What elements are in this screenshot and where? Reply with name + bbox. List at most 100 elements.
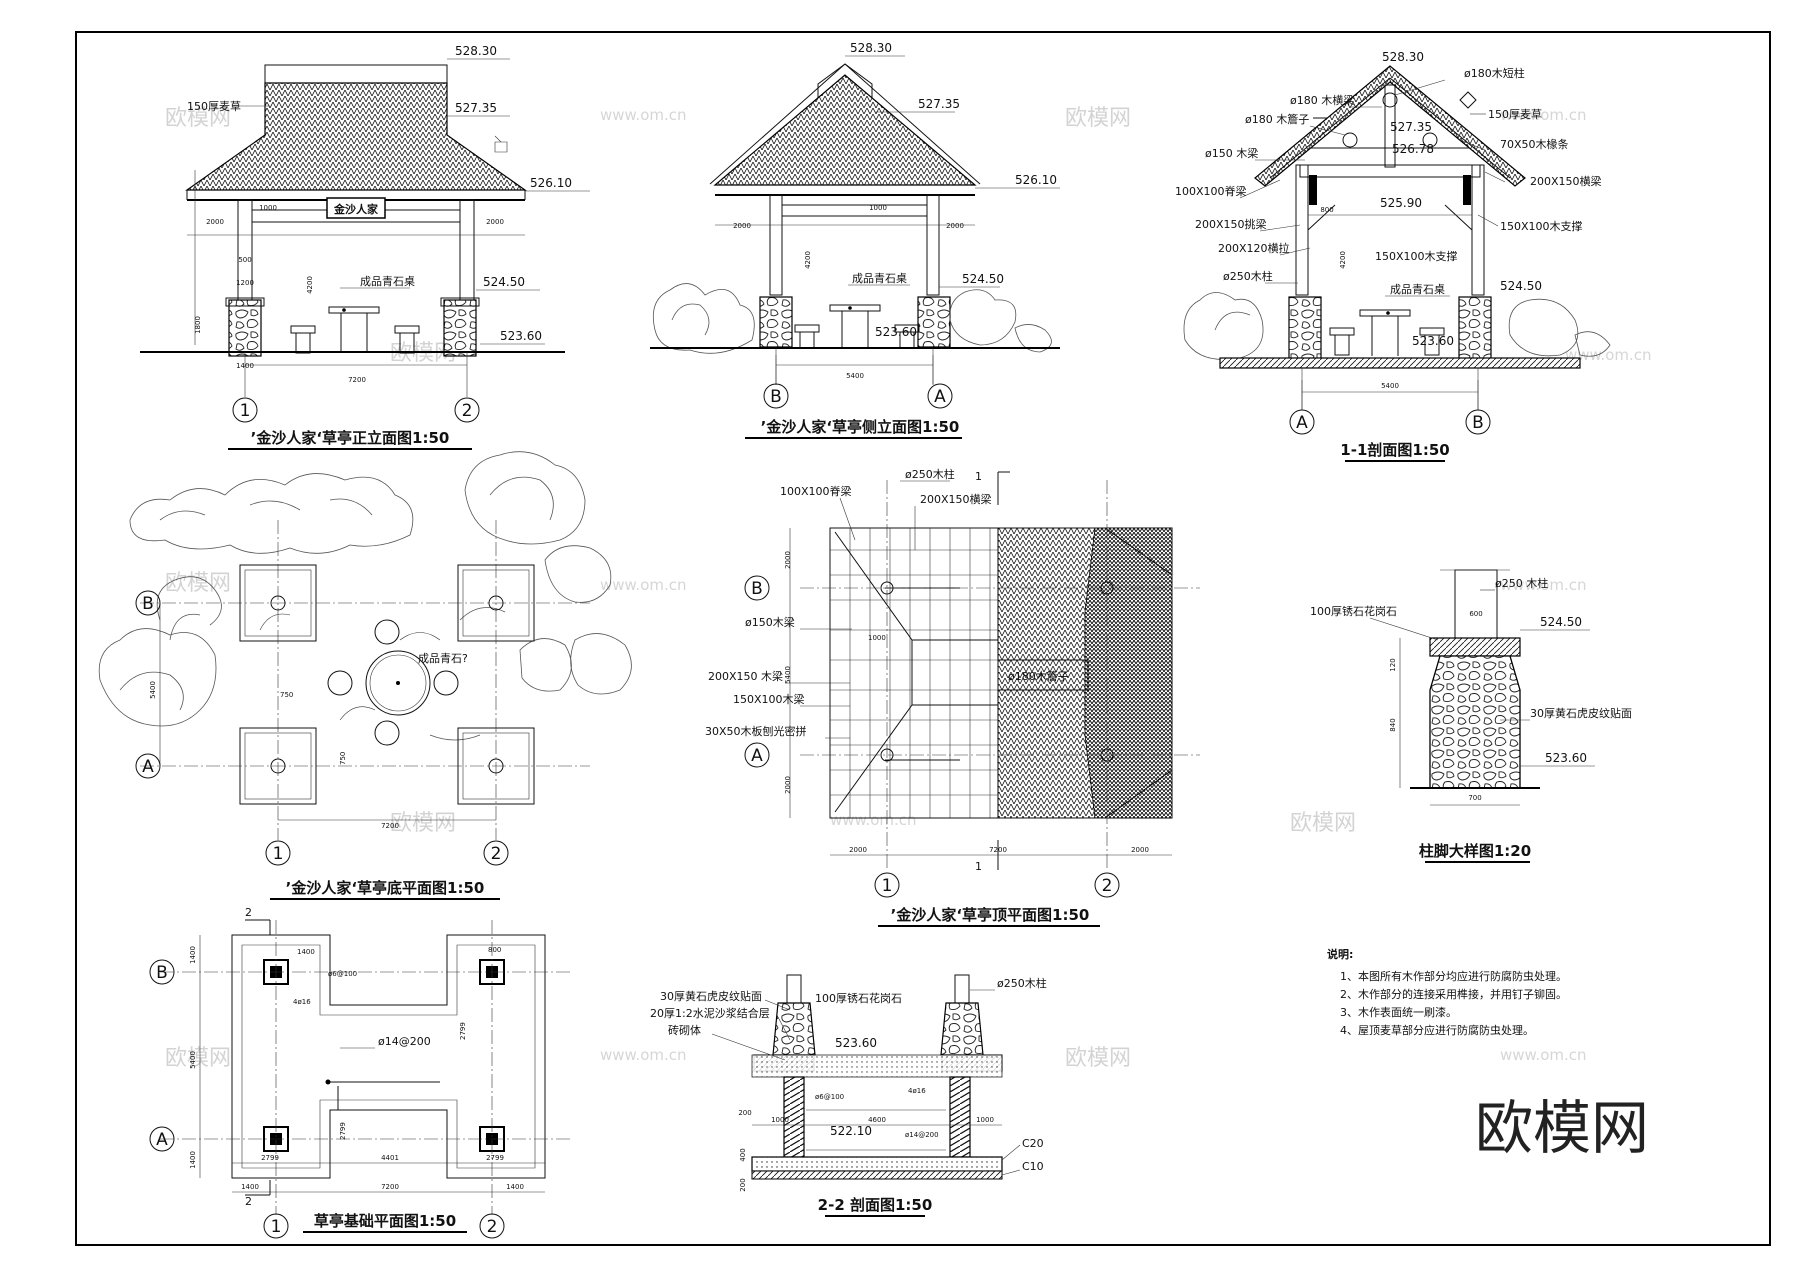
svg-text:A: A [1296, 413, 1308, 433]
svg-text:2000: 2000 [733, 222, 751, 230]
svg-text:欧模网: 欧模网 [165, 571, 231, 596]
note-3: 3、木作表面统一刷漆。 [1340, 1005, 1457, 1019]
svg-text:200X150 木梁: 200X150 木梁 [708, 669, 783, 683]
svg-text:524.50: 524.50 [962, 272, 1004, 286]
svg-text:150X100木支撑: 150X100木支撑 [1500, 219, 1583, 233]
svg-text:1000: 1000 [259, 204, 277, 212]
svg-text:B: B [770, 387, 782, 407]
svg-text:200X120横拉: 200X120横拉 [1218, 241, 1290, 255]
svg-text:840: 840 [1389, 718, 1397, 731]
svg-text:B: B [1472, 413, 1484, 433]
svg-text:750: 750 [339, 752, 347, 765]
svg-text:2000: 2000 [849, 846, 867, 854]
svg-text:523.60: 523.60 [500, 329, 542, 343]
svg-text:528.30: 528.30 [850, 41, 892, 55]
side-title: ’金沙人家‘草亭侧立面图1:50 [761, 418, 960, 436]
note-1: 1、本图所有木作部分均应进行防腐防虫处理。 [1340, 969, 1567, 983]
svg-text:1: 1 [273, 844, 284, 864]
svg-text:200X150横梁: 200X150横梁 [1530, 174, 1602, 188]
svg-text:C20: C20 [1022, 1137, 1044, 1150]
svg-text:欧模网: 欧模网 [390, 811, 456, 836]
svg-text:1400: 1400 [189, 1151, 197, 1169]
section11-title: 1-1剖面图1:50 [1340, 441, 1449, 459]
svg-text:524.50: 524.50 [483, 275, 525, 289]
svg-text:2000: 2000 [486, 218, 504, 226]
svg-text:523.60: 523.60 [835, 1036, 877, 1050]
svg-text:100X100脊梁: 100X100脊梁 [1175, 184, 1247, 198]
svg-text:www.om.cn: www.om.cn [830, 811, 917, 829]
svg-text:7200: 7200 [381, 1183, 399, 1191]
svg-text:ø180 木横梁: ø180 木横梁 [1290, 93, 1354, 107]
svg-text:526.10: 526.10 [530, 176, 572, 190]
svg-text:ø250 木柱: ø250 木柱 [1495, 576, 1548, 590]
svg-text:4ø16: 4ø16 [908, 1087, 926, 1095]
svg-text:4200: 4200 [804, 251, 812, 269]
svg-text:4600: 4600 [868, 1116, 886, 1124]
svg-text:www.om.cn: www.om.cn [1500, 106, 1587, 124]
svg-text:30X50木板刨光密拼: 30X50木板刨光密拼 [705, 724, 807, 738]
svg-text:ø250木柱: ø250木柱 [1223, 269, 1273, 283]
plan-title: ’金沙人家‘草亭底平面图1:50 [286, 879, 485, 897]
front-title: ’金沙人家‘草亭正立面图1:50 [251, 429, 450, 447]
svg-text:1800: 1800 [194, 316, 202, 334]
svg-text:30厚黄石虎皮纹贴面: 30厚黄石虎皮纹贴面 [660, 989, 762, 1003]
svg-text:700: 700 [1468, 794, 1481, 802]
svg-text:www.om.cn: www.om.cn [1500, 1046, 1587, 1064]
svg-text:526.10: 526.10 [1015, 173, 1057, 187]
brand-logo: 欧模网 [1475, 1094, 1649, 1162]
svg-text:5400: 5400 [784, 666, 792, 684]
section-2-2: 30厚黄石虎皮纹贴面 20厚1:2水泥沙浆结合层 砖砌体 100厚锈石花岗石 ø… [650, 974, 1047, 1217]
note-2: 2、木作部分的连接采用榫接，并用钉子铆固。 [1340, 987, 1567, 1001]
svg-text:ø250木柱: ø250木柱 [905, 467, 955, 481]
sign-text: 金沙人家 [333, 202, 379, 216]
notes-heading: 说明: [1327, 947, 1353, 961]
svg-text:5400: 5400 [149, 681, 157, 699]
svg-text:527.35: 527.35 [918, 97, 960, 111]
svg-text:1000: 1000 [976, 1116, 994, 1124]
svg-text:524.50: 524.50 [1540, 615, 1582, 629]
svg-text:2000: 2000 [784, 551, 792, 569]
svg-text:200X150横梁: 200X150横梁 [920, 492, 992, 506]
svg-text:www.om.cn: www.om.cn [600, 106, 687, 124]
svg-text:www.om.cn: www.om.cn [600, 576, 687, 594]
svg-text:1: 1 [882, 876, 893, 896]
front-elevation: 金沙人家 7200 2000 2000 1000 1400 500 1200 4… [140, 44, 590, 450]
svg-text:523.60: 523.60 [1412, 334, 1454, 348]
svg-text:2: 2 [245, 1195, 252, 1208]
svg-text:200: 200 [739, 1178, 747, 1191]
svg-text:ø150木梁: ø150木梁 [745, 615, 795, 629]
svg-text:70X50木椽条: 70X50木椽条 [1500, 137, 1569, 151]
svg-text:100厚锈石花岗石: 100厚锈石花岗石 [815, 992, 902, 1005]
svg-text:2000: 2000 [784, 776, 792, 794]
svg-text:1000: 1000 [771, 1116, 789, 1124]
svg-text:527.35: 527.35 [455, 101, 497, 115]
svg-text:B: B [142, 594, 154, 614]
svg-text:2: 2 [462, 401, 473, 421]
foundation-title: 草亭基础平面图1:50 [314, 1212, 456, 1230]
svg-text:2000: 2000 [946, 222, 964, 230]
svg-text:1400: 1400 [297, 948, 315, 956]
svg-text:A: A [751, 746, 763, 766]
svg-text:120: 120 [1389, 658, 1397, 671]
svg-text:523.60: 523.60 [875, 325, 917, 339]
svg-text:1000: 1000 [869, 204, 887, 212]
svg-text:150X100木梁: 150X100木梁 [733, 692, 805, 706]
svg-text:欧模网: 欧模网 [1065, 1046, 1131, 1071]
svg-text:2799: 2799 [339, 1122, 347, 1140]
svg-text:C10: C10 [1022, 1160, 1044, 1173]
svg-text:2799: 2799 [486, 1154, 504, 1162]
svg-text:A: A [156, 1130, 168, 1150]
svg-text:成品青石?: 成品青石? [418, 652, 468, 665]
svg-text:600: 600 [1469, 610, 1482, 618]
svg-text:成品青石桌: 成品青石桌 [852, 272, 907, 285]
roof-title: ’金沙人家‘草亭顶平面图1:50 [891, 906, 1090, 924]
sheet-frame [75, 31, 1771, 1246]
svg-text:1200: 1200 [236, 279, 254, 287]
svg-text:200: 200 [738, 1109, 751, 1117]
sign-board [326, 197, 386, 219]
svg-text:20厚1:2水泥沙浆结合层: 20厚1:2水泥沙浆结合层 [650, 1006, 770, 1020]
svg-text:527.35: 527.35 [1390, 120, 1432, 134]
svg-text:1: 1 [271, 1217, 282, 1237]
svg-text:800: 800 [1320, 206, 1333, 214]
